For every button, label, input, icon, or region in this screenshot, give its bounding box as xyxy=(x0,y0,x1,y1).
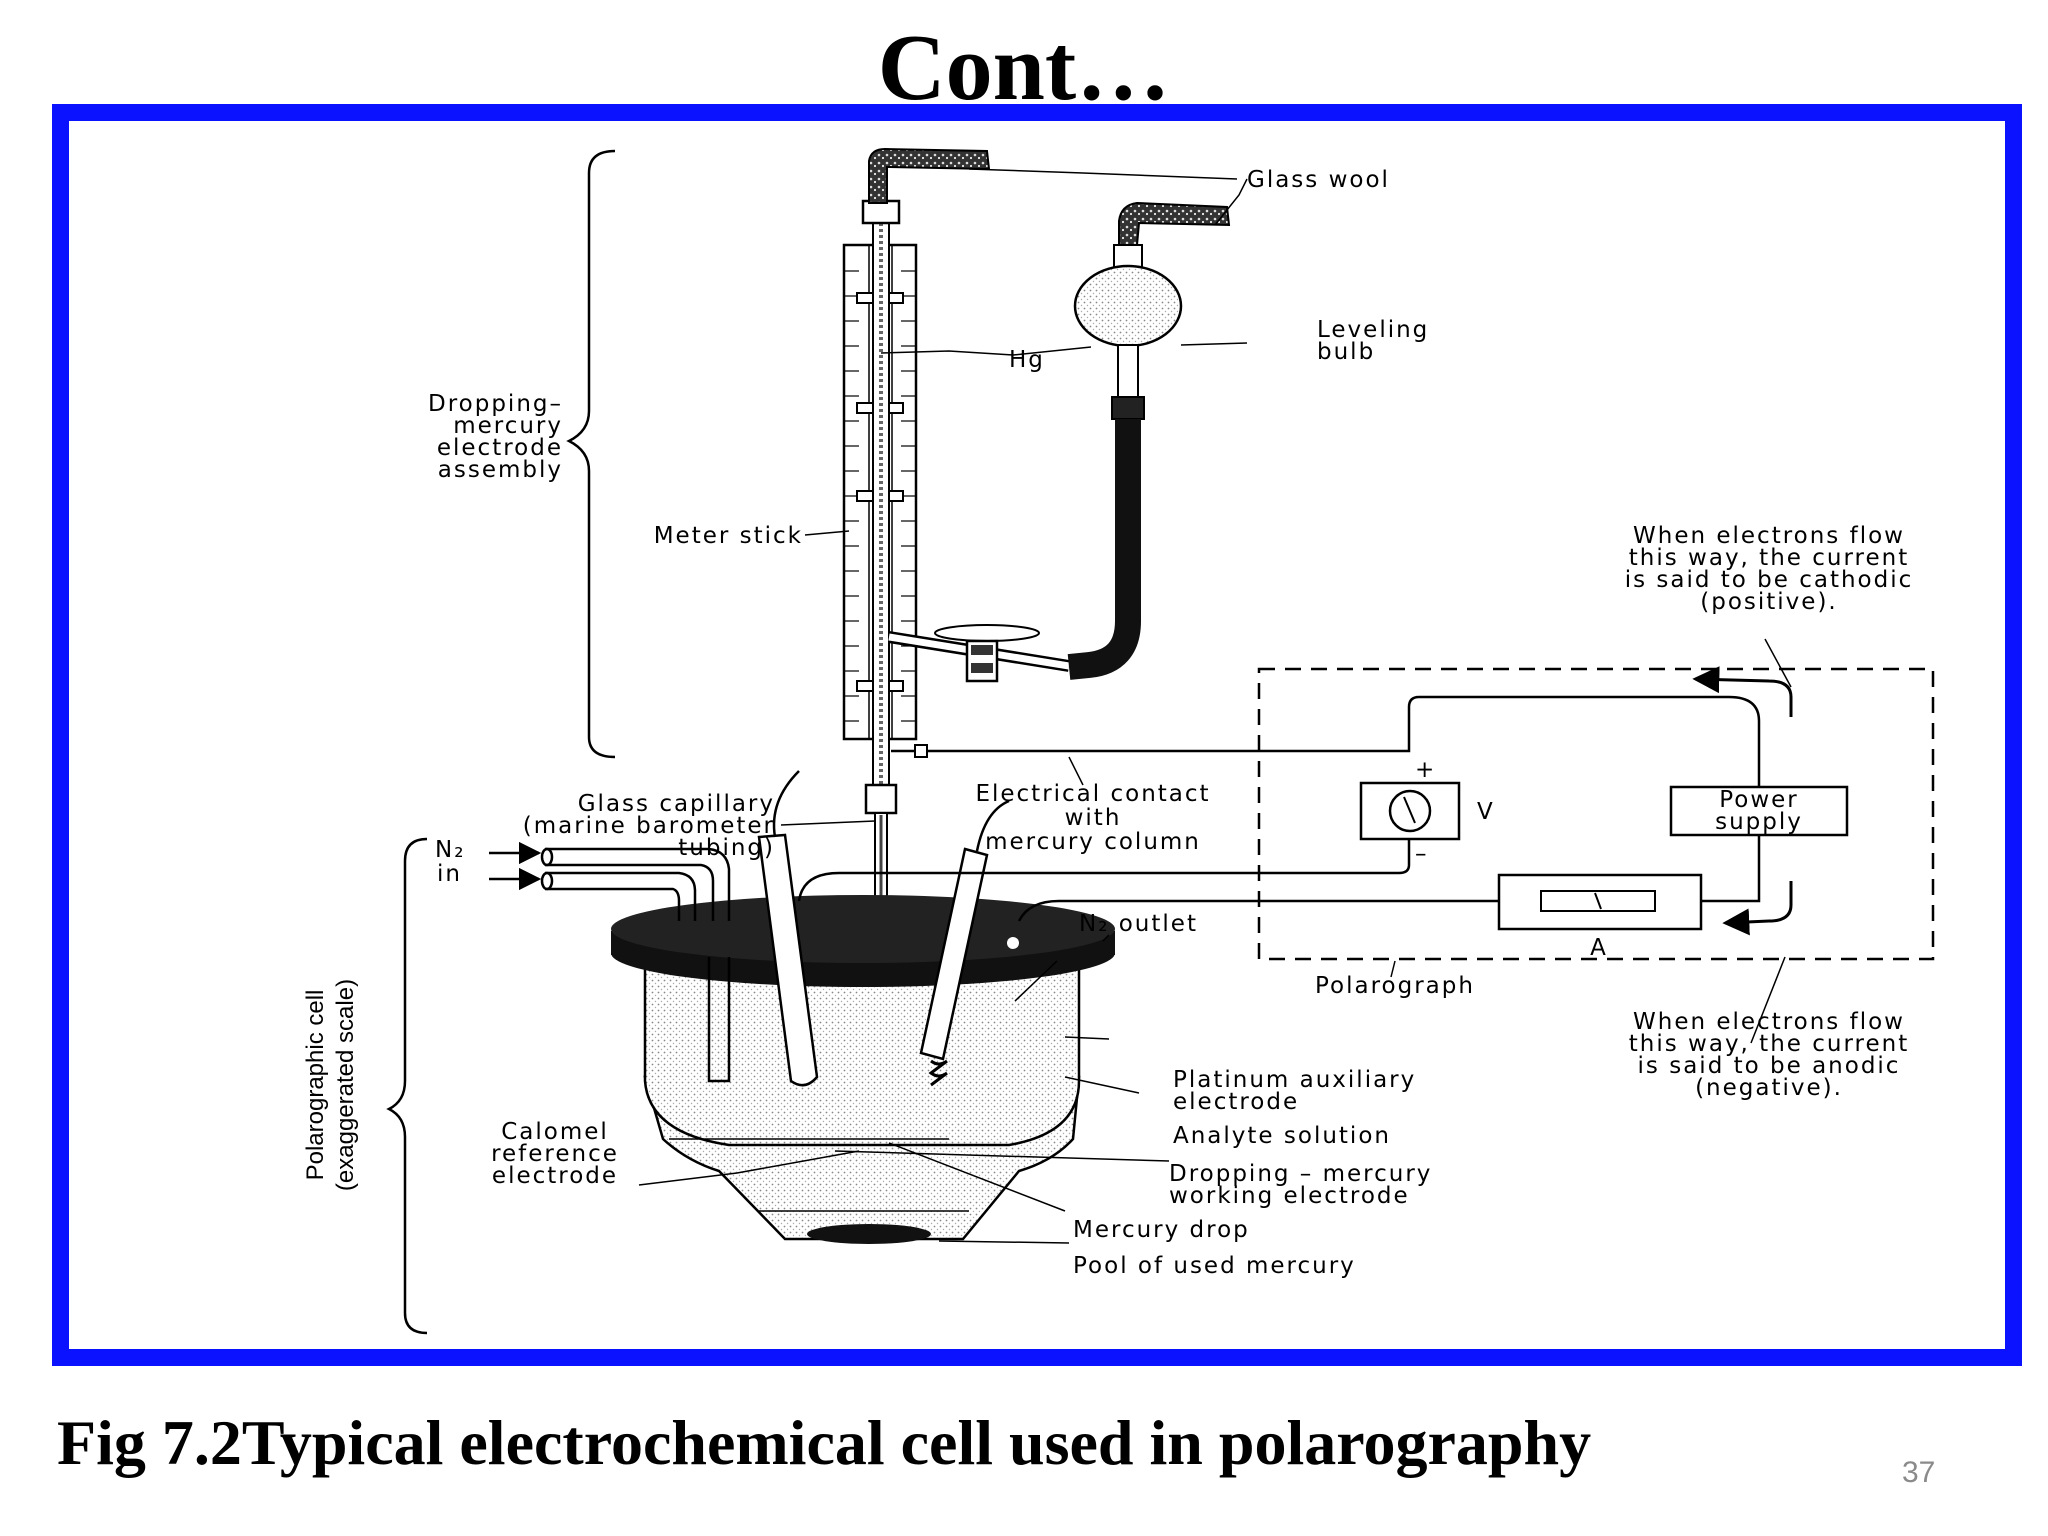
mercury-pool-shape xyxy=(807,1224,931,1244)
label-electrical-contact: Electrical contact with mercury column xyxy=(975,781,1210,855)
label-calomel: Calomel reference electrode xyxy=(491,1119,619,1189)
label-analyte-solution: Analyte solution xyxy=(1173,1123,1391,1149)
svg-text:Platinum auxiliary: Platinum auxiliary xyxy=(1173,1067,1416,1093)
label-minus: – xyxy=(1415,841,1429,867)
svg-text:this way, the current: this way, the current xyxy=(1629,545,1909,571)
svg-text:is said to be anodic: is said to be anodic xyxy=(1638,1053,1901,1079)
svg-text:(marine barometer: (marine barometer xyxy=(523,813,775,839)
svg-text:reference: reference xyxy=(491,1141,619,1167)
svg-text:Leveling: Leveling xyxy=(1317,317,1429,343)
calomel-electrode xyxy=(757,770,819,1087)
svg-text:electrode: electrode xyxy=(1173,1089,1299,1115)
svg-text:Dropping – mercury: Dropping – mercury xyxy=(1169,1161,1432,1187)
svg-text:Electrical contact: Electrical contact xyxy=(975,781,1210,807)
label-n2-outlet: N₂ outlet xyxy=(1079,911,1198,937)
label-dme-assembly: Dropping– mercury electrode assembly xyxy=(428,391,563,483)
label-ammeter: A xyxy=(1590,935,1608,961)
svg-text:Dropping–: Dropping– xyxy=(428,391,563,417)
platinum-electrode xyxy=(919,799,1010,1087)
rubber-tubing xyxy=(1067,419,1141,680)
svg-text:tubing): tubing) xyxy=(678,835,775,861)
electrical-contact xyxy=(891,744,928,758)
leader-lines xyxy=(638,168,1792,1244)
svg-text:mercury: mercury xyxy=(453,413,563,439)
label-hg: Hg xyxy=(1009,347,1045,373)
label-meter-stick: Meter stick xyxy=(654,523,803,549)
page-number: 37 xyxy=(1902,1456,1936,1489)
polarograph-box xyxy=(1257,667,1935,961)
svg-text:Glass capillary: Glass capillary xyxy=(578,791,775,817)
svg-text:assembly: assembly xyxy=(438,457,563,483)
label-leveling-bulb: Leveling bulb xyxy=(1317,317,1429,365)
svg-text:with: with xyxy=(1065,805,1122,831)
mercury-column-tube xyxy=(861,147,991,796)
label-voltmeter: V xyxy=(1477,799,1495,825)
power-supply-box xyxy=(1669,785,1849,837)
svg-text:(exaggerated scale): (exaggerated scale) xyxy=(332,979,359,1191)
label-glass-wool: Glass wool xyxy=(1247,167,1390,193)
label-working-electrode: Dropping – mercury working electrode xyxy=(1169,1161,1432,1209)
polarographic-cell xyxy=(611,895,1115,1244)
ammeter xyxy=(1497,873,1703,931)
svg-text:this way, the current: this way, the current xyxy=(1629,1031,1909,1057)
svg-text:(negative).: (negative). xyxy=(1695,1075,1843,1101)
leveling-bulb xyxy=(1073,201,1231,420)
label-glass-capillary: Glass capillary (marine barometer tubing… xyxy=(523,791,775,861)
brace-polarographic-cell xyxy=(386,837,428,1335)
slide-title: Cont… xyxy=(877,16,1171,120)
electron-flow-arrows xyxy=(1692,666,1793,936)
label-plus: + xyxy=(1415,757,1436,783)
svg-text:mercury column: mercury column xyxy=(985,829,1201,855)
voltmeter xyxy=(1359,781,1461,841)
figure-caption: Fig 7.2Typical electrochemical cell used… xyxy=(57,1407,1592,1478)
svg-text:supply: supply xyxy=(1715,809,1803,835)
svg-text:(positive).: (positive). xyxy=(1700,589,1837,615)
svg-text:electrode: electrode xyxy=(492,1163,618,1189)
brace-dme-assembly xyxy=(566,149,616,759)
label-platinum-electrode: Platinum auxiliary electrode xyxy=(1173,1067,1416,1115)
label-n2-in: N₂ in xyxy=(435,837,465,887)
svg-text:in: in xyxy=(437,861,462,887)
svg-text:Polarographic cell: Polarographic cell xyxy=(302,990,329,1181)
label-cathodic-note: When electrons flow this way, the curren… xyxy=(1625,523,1914,615)
circuit-wires xyxy=(797,695,1761,922)
label-mercury-pool: Pool of used mercury xyxy=(1073,1253,1356,1279)
n2-inlet-tubes xyxy=(540,847,731,1083)
label-mercury-drop: Mercury drop xyxy=(1073,1217,1250,1243)
svg-text:When electrons flow: When electrons flow xyxy=(1633,523,1905,549)
svg-text:N₂: N₂ xyxy=(435,837,465,863)
stopcock xyxy=(888,624,1070,683)
svg-text:working electrode: working electrode xyxy=(1169,1183,1410,1209)
svg-text:electrode: electrode xyxy=(437,435,563,461)
label-polarographic-cell: Polarographic cell (exaggerated scale) xyxy=(302,979,359,1191)
diagram-frame: Glass wool Leveling bulb Hg Dropping– me… xyxy=(52,104,2022,1366)
label-power-supply: Power supply xyxy=(1715,787,1803,835)
svg-text:bulb: bulb xyxy=(1317,339,1375,365)
label-polarograph: Polarograph xyxy=(1315,973,1475,999)
label-anodic-note: When electrons flow this way, the curren… xyxy=(1629,1009,1909,1101)
polarography-cell-diagram: Glass wool Leveling bulb Hg Dropping– me… xyxy=(302,147,1935,1335)
svg-text:Power: Power xyxy=(1719,787,1799,813)
svg-text:When electrons flow: When electrons flow xyxy=(1633,1009,1905,1035)
svg-text:is said to be cathodic: is said to be cathodic xyxy=(1625,567,1914,593)
svg-text:Calomel: Calomel xyxy=(501,1119,609,1145)
